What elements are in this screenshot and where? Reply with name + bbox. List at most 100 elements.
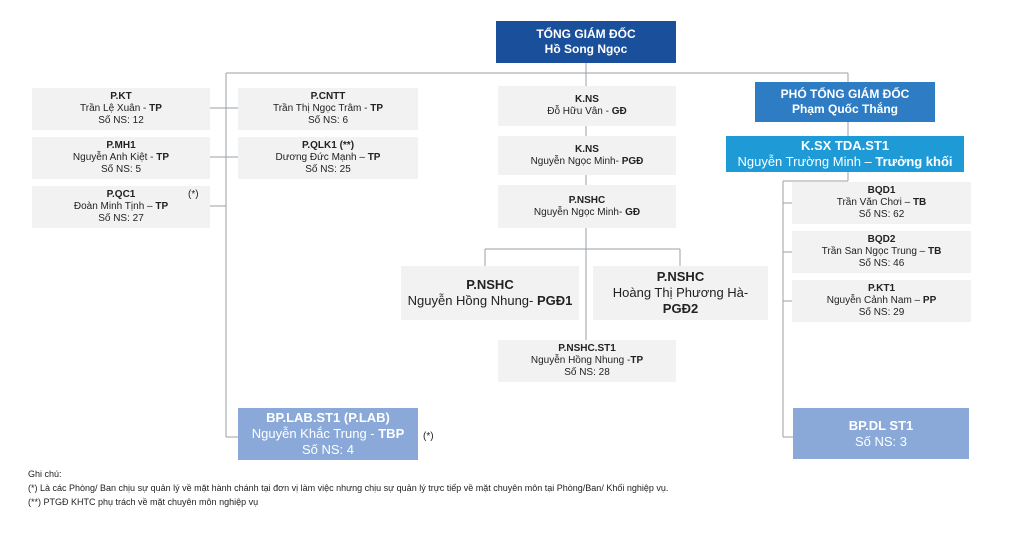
unit-head: Trần Lệ Xuân - TP bbox=[80, 103, 162, 115]
head-name: Nguyễn Cảnh Nam – bbox=[826, 295, 923, 306]
head-role: PP bbox=[922, 295, 937, 306]
footnotes: Ghi chú: (*) Là các Phòng/ Ban chịu sự q… bbox=[28, 467, 668, 509]
head-name: Trần Văn Chơi – bbox=[836, 197, 913, 208]
unit-code: BQD2 bbox=[867, 234, 896, 245]
unit-head: Nguyễn Hồng Nhung- PGĐ1 bbox=[408, 293, 573, 309]
unit-head: Nguyễn Ngọc Minh- GĐ bbox=[534, 207, 640, 219]
unit-p-nshc-st1: P.NSHC.ST1 Nguyễn Hồng Nhung -TP Số NS: … bbox=[498, 340, 676, 382]
head-name: Trần Thị Ngọc Trâm - bbox=[272, 103, 371, 114]
unit-code: P.KT1 bbox=[867, 283, 896, 294]
unit-head: Nguyễn Trường Minh – Trưởng khối bbox=[737, 154, 952, 170]
unit-head: Nguyễn Khắc Trung - TBP bbox=[252, 426, 404, 442]
unit-bqd2: BQD2 Trần San Ngọc Trung – TB Số NS: 46 bbox=[792, 231, 971, 273]
unit-code: BQD1 bbox=[867, 185, 896, 196]
unit-p-qc1: P.QC1 Đoàn Minh Tịnh – TP Số NS: 27 bbox=[32, 186, 210, 228]
unit-bp-dl-st1: BP.DL ST1 Số NS: 3 bbox=[793, 408, 969, 459]
unit-p-mh1: P.MH1 Nguyễn Anh Kiệt - TP Số NS: 5 bbox=[32, 137, 210, 179]
deputy-name: Phạm Quốc Thắng bbox=[791, 102, 898, 116]
unit-k-sx-tda-st1: K.SX TDA.ST1 Nguyễn Trường Minh – Trưởng… bbox=[726, 136, 964, 172]
unit-k-ns-gd: K.NS Đỗ Hữu Vân - GĐ bbox=[498, 86, 676, 126]
unit-staff: Số NS: 46 bbox=[858, 258, 905, 269]
unit-head: Trần Thị Ngọc Trâm - TP bbox=[273, 103, 383, 115]
unit-p-nshc-pgd2: P.NSHC Hoàng Thị Phương Hà- PGĐ2 bbox=[593, 266, 768, 320]
asterisk-mark: (*) bbox=[188, 189, 199, 200]
unit-head: Nguyễn Hồng Nhung -TP bbox=[531, 355, 643, 367]
unit-code: P.QLK1 (**) bbox=[301, 140, 355, 151]
unit-head: Đoàn Minh Tịnh – TP bbox=[74, 201, 168, 213]
asterisk-mark: (*) bbox=[423, 431, 434, 442]
head-role: PGĐ1 bbox=[536, 293, 573, 308]
head-role: PGĐ2 bbox=[662, 301, 699, 316]
unit-p-qlk1: P.QLK1 (**) Dương Đức Mạnh – TP Số NS: 2… bbox=[238, 137, 418, 179]
unit-code: BP.DL ST1 bbox=[848, 417, 914, 433]
unit-staff: Số NS: 3 bbox=[854, 433, 908, 449]
unit-code: P.NSHC.ST1 bbox=[558, 343, 616, 354]
unit-staff: Số NS: 12 bbox=[98, 115, 144, 126]
head-name: Dương Đức Mạnh – bbox=[275, 152, 368, 163]
unit-code: K.NS bbox=[575, 94, 599, 105]
unit-head: Dương Đức Mạnh – TP bbox=[276, 152, 381, 164]
unit-head: Trần San Ngọc Trung – TB bbox=[822, 246, 942, 258]
head-name: Nguyễn Ngọc Minh- bbox=[530, 155, 622, 167]
head-role: TP bbox=[155, 201, 169, 212]
head-role: GĐ bbox=[611, 106, 627, 117]
unit-staff: Số NS: 25 bbox=[305, 164, 351, 175]
unit-p-kt: P.KT Trần Lệ Xuân - TP Số NS: 12 bbox=[32, 88, 210, 130]
unit-code: K.SX TDA.ST1 bbox=[800, 138, 890, 153]
unit-code: P.CNTT bbox=[310, 91, 346, 102]
unit-staff: Số NS: 62 bbox=[858, 209, 905, 220]
unit-code: P.KT bbox=[110, 91, 132, 102]
head-name: Nguyễn Trường Minh – bbox=[737, 154, 876, 169]
head-role: TP bbox=[156, 152, 170, 163]
head-role: TP bbox=[367, 152, 381, 163]
head-name: Nguyễn Anh Kiệt - bbox=[72, 152, 157, 163]
head-name: Nguyễn Khắc Trung - bbox=[251, 426, 379, 441]
unit-bqd1: BQD1 Trần Văn Chơi – TB Số NS: 62 bbox=[792, 182, 971, 224]
head-role: Trưởng khối bbox=[875, 154, 953, 169]
head-role: TB bbox=[928, 246, 942, 257]
ceo-title: TỔNG GIÁM ĐỐC bbox=[536, 27, 636, 41]
unit-head: Nguyễn Anh Kiệt - TP bbox=[73, 152, 169, 164]
head-role: TP bbox=[630, 355, 644, 366]
unit-code: P.NSHC bbox=[656, 269, 705, 284]
head-name: Đỗ Hữu Vân - bbox=[547, 106, 612, 117]
head-role: PGĐ bbox=[621, 155, 644, 167]
note-double-asterisk: (**) PTGĐ KHTC phụ trách về mặt chuyên m… bbox=[28, 497, 259, 507]
head-name: Nguyễn Hồng Nhung- bbox=[407, 293, 537, 308]
unit-p-nshc-gd: P.NSHC Nguyễn Ngọc Minh- GĐ bbox=[498, 185, 676, 228]
deputy-title: PHÓ TỔNG GIÁM ĐỐC bbox=[780, 87, 910, 101]
unit-staff: Số NS: 6 bbox=[307, 115, 349, 126]
head-role: GĐ bbox=[625, 206, 641, 218]
unit-head: Nguyễn Ngọc Minh- PGĐ bbox=[531, 156, 644, 168]
unit-code: P.MH1 bbox=[106, 140, 136, 151]
head-role: TP bbox=[149, 103, 162, 114]
unit-bp-lab: BP.LAB.ST1 (P.LAB) Nguyễn Khắc Trung - T… bbox=[238, 408, 418, 460]
head-name: Trần Lệ Xuân - bbox=[80, 103, 150, 114]
head-name: Đoàn Minh Tịnh – bbox=[73, 201, 156, 212]
note-single-asterisk: (*) Là các Phòng/ Ban chịu sự quản lý về… bbox=[28, 483, 669, 493]
unit-code: K.NS bbox=[575, 143, 599, 155]
deputy-ceo-box: PHÓ TỔNG GIÁM ĐỐC Phạm Quốc Thắng bbox=[755, 82, 935, 122]
head-role: TP bbox=[370, 103, 384, 114]
head-role: TBP bbox=[378, 426, 405, 441]
unit-head: Hoàng Thị Phương Hà- bbox=[612, 285, 749, 300]
head-name: Trần San Ngọc Trung – bbox=[821, 246, 928, 257]
unit-code: BP.LAB.ST1 (P.LAB) bbox=[266, 410, 390, 425]
unit-code: P.NSHC bbox=[568, 194, 606, 206]
unit-k-ns-pgd: K.NS Nguyễn Ngọc Minh- PGĐ bbox=[498, 136, 676, 175]
notes-heading: Ghi chú: bbox=[28, 469, 62, 479]
unit-staff: Số NS: 4 bbox=[301, 442, 355, 457]
unit-staff: Số NS: 27 bbox=[98, 213, 144, 224]
unit-p-kt1: P.KT1 Nguyễn Cảnh Nam – PP Số NS: 29 bbox=[792, 280, 971, 322]
unit-head: Trần Văn Chơi – TB bbox=[837, 197, 927, 209]
unit-code: P.QC1 bbox=[106, 189, 136, 200]
ceo-name: Hồ Song Ngọc bbox=[544, 42, 628, 56]
unit-staff: Số NS: 28 bbox=[564, 367, 610, 378]
unit-head: Đỗ Hữu Vân - GĐ bbox=[547, 106, 627, 118]
head-name: Nguyễn Ngọc Minh- bbox=[533, 206, 626, 218]
unit-code: P.NSHC bbox=[466, 277, 514, 292]
unit-staff: Số NS: 29 bbox=[858, 307, 905, 318]
head-role: TB bbox=[912, 197, 927, 208]
head-name: Nguyễn Hồng Nhung - bbox=[530, 355, 631, 366]
